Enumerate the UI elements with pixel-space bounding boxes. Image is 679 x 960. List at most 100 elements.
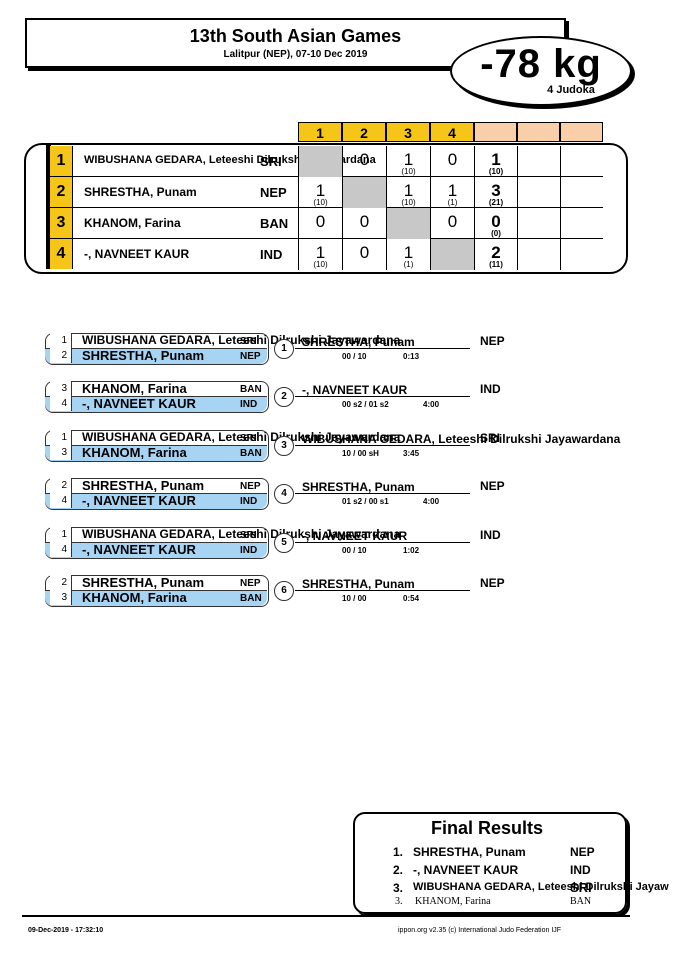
pool-empty-cell bbox=[517, 239, 560, 270]
pool-cell-value: 1 bbox=[447, 181, 458, 200]
contest-winner-name: -, NAVNEET KAUR bbox=[302, 383, 408, 397]
contest-time: 0:54 bbox=[403, 594, 420, 603]
contest-number: 1 bbox=[274, 339, 294, 359]
pool-col-3: 3 bbox=[386, 122, 430, 142]
pool-row-number: 1 bbox=[50, 146, 73, 176]
contest-athlete-number: 2 bbox=[50, 348, 72, 363]
pool-total: 3(21) bbox=[474, 177, 517, 208]
pool-cell: 1(1) bbox=[430, 177, 474, 208]
final-rank-1: 1. bbox=[393, 845, 404, 859]
pool-empty-cell bbox=[517, 146, 560, 177]
contest-winner-line bbox=[295, 396, 470, 397]
contest-athlete-country: BAN bbox=[240, 448, 262, 459]
contest-athlete-name: WIBUSHANA GEDARA, Leteeshi Dilrukshi Jay… bbox=[82, 333, 401, 347]
contest-athlete-country: SRI bbox=[240, 336, 257, 347]
pool-athlete-country: BAN bbox=[260, 216, 289, 231]
final-name-1: SHRESTHA, Punam bbox=[413, 845, 526, 859]
pool-empty-cell bbox=[517, 177, 560, 208]
pool-cell-value: 0 bbox=[359, 212, 370, 231]
pool-cell bbox=[298, 146, 342, 177]
pool-cell-points: (10) bbox=[313, 198, 328, 207]
contest-athlete-number: 1 bbox=[50, 430, 72, 445]
contest-winner-name: SHRESTHA, Punam bbox=[302, 480, 415, 494]
pool-row bbox=[50, 177, 603, 208]
contest-athlete-number: 2 bbox=[50, 575, 72, 590]
pool-total-points: (21) bbox=[488, 198, 504, 207]
contest-athlete-number: 3 bbox=[50, 590, 72, 605]
contest-score: 00 / 10 bbox=[342, 546, 367, 555]
contest-athlete-number: 3 bbox=[50, 381, 72, 396]
contest-winner-name: SHRESTHA, Punam bbox=[302, 577, 415, 591]
pool-cell-value: 1 bbox=[403, 181, 414, 200]
contest-athlete-number: 4 bbox=[50, 542, 72, 557]
final-results-title: Final Results bbox=[431, 818, 544, 838]
contest-blue-line bbox=[45, 542, 267, 558]
pool-total-points: (0) bbox=[491, 229, 501, 238]
pool-empty-cell bbox=[560, 146, 603, 177]
pool-row bbox=[50, 208, 603, 239]
contest-athlete-name: -, NAVNEET KAUR bbox=[82, 493, 196, 508]
contest-winner-line bbox=[295, 590, 470, 591]
pool-row-number: 4 bbox=[50, 239, 73, 269]
contest-winner-name: -, NAVNEET KAUR bbox=[302, 529, 408, 543]
pool-cell bbox=[430, 239, 474, 270]
contest-time: 1:02 bbox=[403, 546, 420, 555]
pool-cell-value: 0 bbox=[359, 243, 370, 262]
contest-winner-line bbox=[295, 348, 470, 349]
final-country-2: IND bbox=[570, 863, 591, 877]
contest-score: 10 / 00 bbox=[342, 594, 367, 603]
contest-athlete-country: NEP bbox=[240, 351, 261, 362]
contest-athlete-name: WIBUSHANA GEDARA, Leteeshi Dilrukshi Jay… bbox=[82, 430, 401, 444]
pool-total: 0(0) bbox=[474, 208, 517, 239]
pool-col-extra-1 bbox=[517, 122, 560, 142]
pool-cell-value: 0 bbox=[359, 150, 370, 169]
contest-athlete-country: NEP bbox=[240, 578, 261, 589]
pool-cell-points: (1) bbox=[447, 198, 458, 207]
contest-score: 01 s2 / 00 s1 bbox=[342, 497, 389, 506]
pool-cell: 0 bbox=[342, 146, 386, 177]
pool-total-points: (10) bbox=[488, 167, 504, 176]
pool-total-wins: 2 bbox=[491, 243, 501, 262]
pool-total-wins: 1 bbox=[491, 150, 501, 169]
contest-athlete-name: WIBUSHANA GEDARA, Leteeshi Dilrukshi Jay… bbox=[82, 527, 401, 541]
contest-athlete-number: 2 bbox=[50, 478, 72, 493]
contest-athlete-number: 4 bbox=[50, 493, 72, 508]
contest-number: 6 bbox=[274, 581, 294, 601]
contest-athlete-name: -, NAVNEET KAUR bbox=[82, 396, 196, 411]
pool-cell-value: 0 bbox=[315, 212, 326, 231]
pool-cell: 0 bbox=[342, 239, 386, 270]
contest-athlete-country: NEP bbox=[240, 481, 261, 492]
pool-cell: 1(10) bbox=[386, 177, 430, 208]
contest-athlete-name: SHRESTHA, Punam bbox=[82, 575, 205, 590]
contest-winner-line bbox=[295, 542, 470, 543]
pool-empty-cell bbox=[560, 177, 603, 208]
pool-athlete-name: SHRESTHA, Punam bbox=[84, 185, 197, 199]
contest-winner-country: NEP bbox=[480, 576, 505, 590]
contest-number: 4 bbox=[274, 484, 294, 504]
pool-cell bbox=[386, 208, 430, 239]
pool-row-number: 3 bbox=[50, 208, 73, 238]
final-name-3a: WIBUSHANA GEDARA, Leteeshi Dilrukshi Jay… bbox=[413, 881, 669, 893]
contest-time: 0:13 bbox=[403, 352, 420, 361]
pool-athlete-country: NEP bbox=[260, 185, 287, 200]
final-country-1: NEP bbox=[570, 845, 595, 859]
contest-blue-line bbox=[45, 445, 267, 461]
pool-col-4: 4 bbox=[430, 122, 474, 142]
pool-cell-points: (10) bbox=[313, 260, 328, 269]
pool-cell-value: 0 bbox=[447, 150, 458, 169]
weight-category-badge: -78 kg 4 Judoka bbox=[450, 36, 632, 106]
pool-athlete-name: KHANOM, Farina bbox=[84, 216, 181, 230]
pool-cell-points: (10) bbox=[401, 198, 416, 207]
event-subtitle: Lalitpur (NEP), 07-10 Dec 2019 bbox=[223, 49, 368, 60]
pool-cell-value: 1 bbox=[315, 181, 326, 200]
pool-total-wins: 0 bbox=[491, 212, 501, 231]
contest-time: 4:00 bbox=[423, 497, 440, 506]
contest-score: 00 / 10 bbox=[342, 352, 367, 361]
final-country-3b: BAN bbox=[570, 896, 592, 907]
contest-winner-country: NEP bbox=[480, 334, 505, 348]
final-rank-3b: 3. bbox=[395, 896, 403, 907]
pool-athlete-name: -, NAVNEET KAUR bbox=[84, 247, 190, 261]
pool-total-points: (11) bbox=[489, 260, 503, 269]
contest-athlete-name: KHANOM, Farina bbox=[82, 445, 187, 460]
contest-blue-line bbox=[45, 396, 267, 412]
